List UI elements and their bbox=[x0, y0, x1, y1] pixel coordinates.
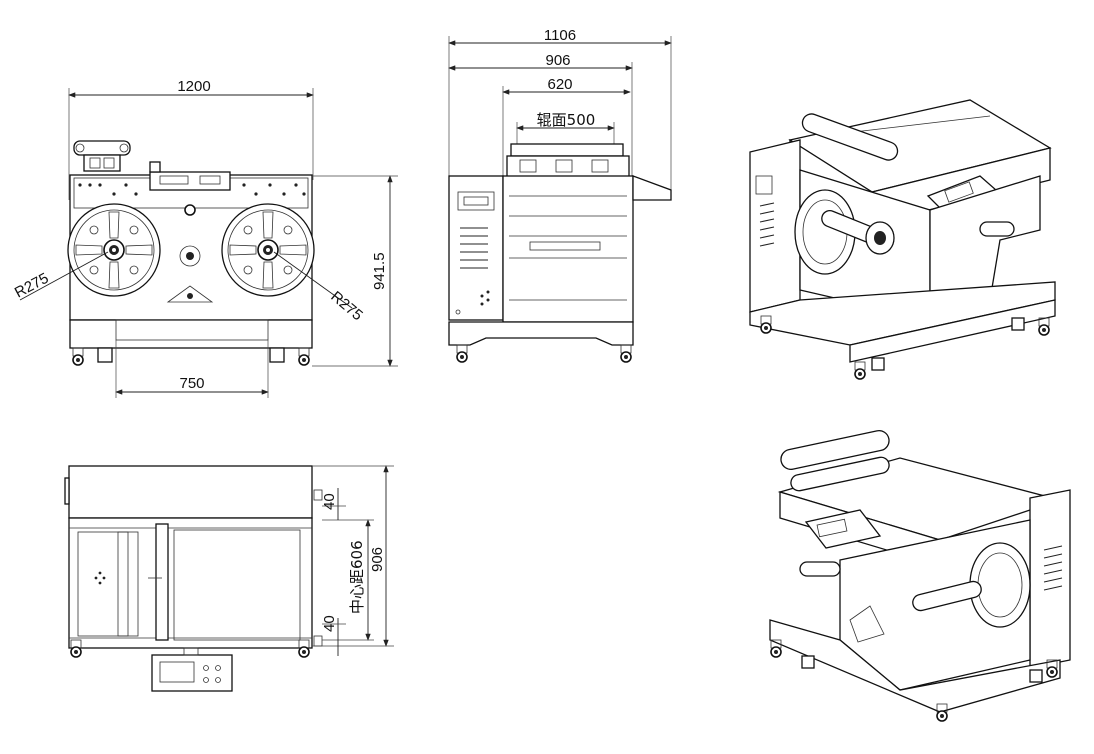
dim-center-606: 中心距606 bbox=[348, 540, 366, 614]
radius-right-label: R275 bbox=[327, 288, 365, 324]
dim-depth-906: 906 bbox=[369, 547, 386, 572]
dim-roller-500: 辊面500 bbox=[537, 111, 596, 129]
top-view: 906 中心距606 40 40 bbox=[64, 465, 394, 692]
side-view: 1106 906 620 辊面500 bbox=[448, 27, 672, 363]
dim-overall-1106: 1106 bbox=[544, 27, 576, 44]
isometric-view-front bbox=[749, 99, 1056, 380]
radius-left-label: R275 bbox=[12, 270, 52, 302]
dim-height-941: 941.5 bbox=[371, 252, 388, 290]
dim-inner-620: 620 bbox=[547, 76, 572, 93]
dim-offset-bottom: 40 bbox=[321, 615, 338, 632]
dim-frame-906: 906 bbox=[545, 52, 570, 69]
front-view: 1200 bbox=[12, 78, 398, 398]
dim-offset-top: 40 bbox=[321, 493, 338, 510]
dim-wheelbase-750: 750 bbox=[179, 375, 204, 392]
dim-width-1200: 1200 bbox=[177, 78, 210, 95]
isometric-view-rear bbox=[769, 429, 1071, 722]
